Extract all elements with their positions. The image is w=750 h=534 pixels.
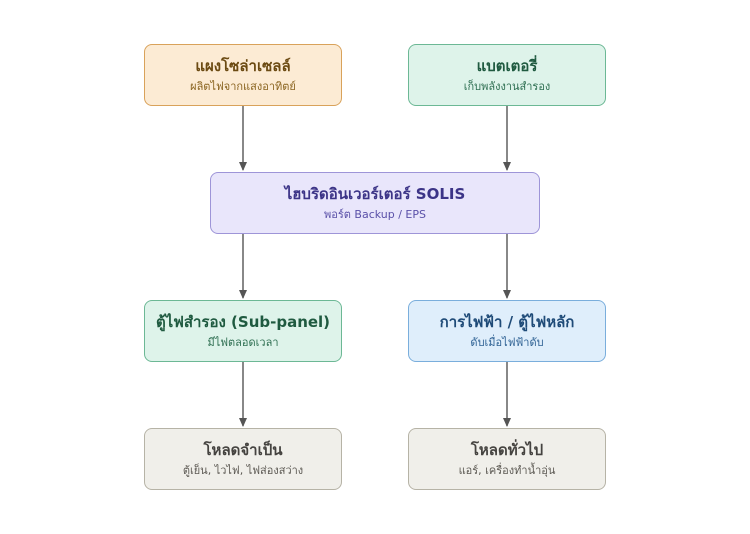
node-grid-main-panel-subtitle: ดับเมื่อไฟฟ้าดับ: [470, 335, 544, 349]
node-battery-title: แบตเตอรี่: [476, 56, 538, 75]
node-grid-main-panel: การไฟฟ้า / ตู้ไฟหลัก ดับเมื่อไฟฟ้าดับ: [408, 300, 606, 362]
node-hybrid-inverter: ไฮบริดอินเวอร์เตอร์ SOLIS พอร์ต Backup /…: [210, 172, 540, 234]
node-sub-panel-subtitle: มีไฟตลอดเวลา: [207, 335, 279, 349]
node-essential-loads-subtitle: ตู้เย็น, ไวไฟ, ไฟส่องสว่าง: [182, 463, 304, 477]
node-sub-panel: ตู้ไฟสำรอง (Sub-panel) มีไฟตลอดเวลา: [144, 300, 342, 362]
node-general-loads-subtitle: แอร์, เครื่องทำน้ำอุ่น: [458, 463, 556, 477]
node-solar-panel-title: แผงโซล่าเซลล์: [195, 56, 291, 75]
node-hybrid-inverter-title: ไฮบริดอินเวอร์เตอร์ SOLIS: [284, 184, 466, 203]
node-essential-loads-title: โหลดจำเป็น: [203, 440, 283, 459]
node-solar-panel-subtitle: ผลิตไฟจากแสงอาทิตย์: [190, 79, 296, 93]
node-hybrid-inverter-subtitle: พอร์ต Backup / EPS: [324, 207, 426, 221]
node-general-loads-title: โหลดทั่วไป: [470, 440, 544, 459]
node-essential-loads: โหลดจำเป็น ตู้เย็น, ไวไฟ, ไฟส่องสว่าง: [144, 428, 342, 490]
node-grid-main-panel-title: การไฟฟ้า / ตู้ไฟหลัก: [439, 312, 575, 331]
node-battery-subtitle: เก็บพลังงานสำรอง: [463, 79, 551, 93]
node-battery: แบตเตอรี่ เก็บพลังงานสำรอง: [408, 44, 606, 106]
node-sub-panel-title: ตู้ไฟสำรอง (Sub-panel): [155, 312, 331, 331]
node-solar-panel: แผงโซล่าเซลล์ ผลิตไฟจากแสงอาทิตย์: [144, 44, 342, 106]
node-general-loads: โหลดทั่วไป แอร์, เครื่องทำน้ำอุ่น: [408, 428, 606, 490]
